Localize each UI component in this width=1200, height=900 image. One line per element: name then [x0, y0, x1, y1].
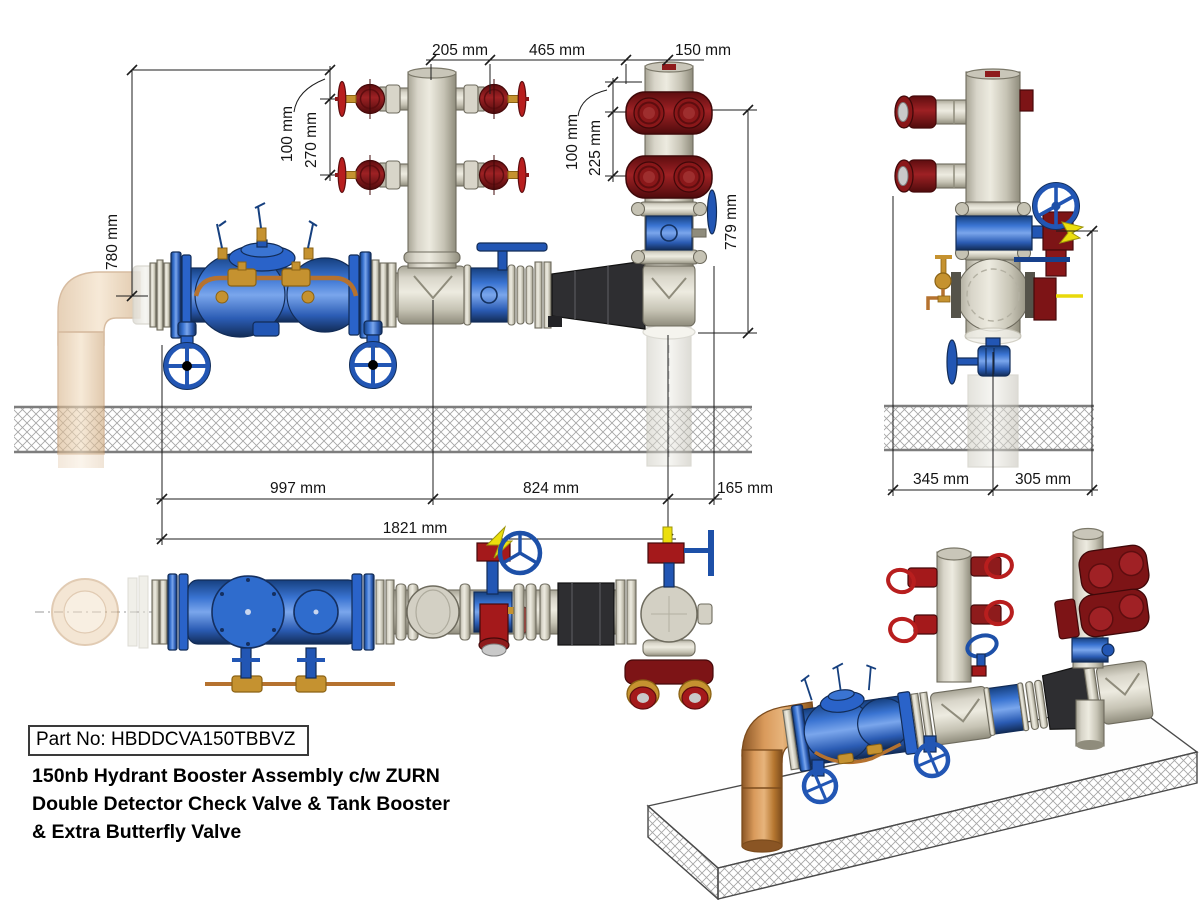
dim-997: 997 mm	[270, 480, 326, 497]
dim-824: 824 mm	[523, 480, 579, 497]
landing-valve-upper-left	[334, 78, 409, 120]
dim-1821: 1821 mm	[383, 520, 448, 537]
double-detector-check-valve	[149, 202, 397, 390]
detector-bypass-piping	[193, 261, 359, 304]
plan-butterfly-with-hydrant-tee	[473, 525, 543, 657]
end-dimensions: 345 mm 305 mm	[887, 196, 1098, 496]
dim-779: 779 mm	[723, 194, 740, 250]
iso-gate-valves	[801, 735, 951, 805]
flexible-connector	[516, 260, 646, 330]
riser-butterfly-valve	[645, 189, 718, 251]
part-number-text: Part No: HBDDCVA150TBBVZ	[36, 729, 296, 750]
flow-arrow-marker	[1058, 221, 1085, 244]
end-gate-valve	[946, 337, 1011, 385]
riser-top-marker	[662, 64, 676, 70]
dim-305: 305 mm	[1015, 471, 1071, 488]
iso-storz-upper	[1078, 544, 1150, 596]
storz-inlet-lower	[625, 155, 713, 199]
dim-165: 165 mm	[717, 480, 773, 497]
plan-couplings-black-connector	[513, 579, 637, 646]
plan-view	[35, 525, 714, 710]
plan-storz-block	[624, 659, 714, 685]
discharge-tee	[642, 263, 696, 327]
landing-valve-lower-right	[455, 154, 530, 196]
landing-valve-upper-right	[455, 78, 530, 120]
test-cocks	[216, 202, 318, 260]
plan-copper-ghost	[51, 575, 149, 649]
booster-tee	[397, 265, 467, 325]
storz-inlet-upper	[625, 91, 713, 135]
dim-345: 345 mm	[913, 471, 969, 488]
dim-205: 205 mm	[432, 42, 488, 59]
main-butterfly-valve	[463, 242, 548, 326]
iso-concrete-slab	[646, 699, 1199, 900]
iso-copper-elbow	[741, 701, 817, 853]
dim-225: 225 mm	[587, 120, 604, 176]
discharge-riser	[625, 61, 718, 267]
iso-storz-lower	[1078, 588, 1150, 638]
description-line-3: & Extra Butterfly Valve	[32, 821, 242, 843]
dim-780: 780 mm	[104, 214, 121, 270]
plan-ddcv	[151, 573, 395, 693]
part-number-box: Part No: HBDDCVA150TBBVZ	[28, 725, 310, 756]
riser-coupling-upper	[630, 201, 708, 217]
front-extension-lines-under	[320, 81, 757, 334]
plan-discharge-riser	[624, 526, 714, 710]
discharge-riser-ghost	[642, 324, 696, 467]
front-elevation-view: 205 mm 465 mm 150 mm 780 mm 100 mm 270 m…	[14, 42, 773, 545]
assembly-description: 150nb Hydrant Booster Assembly c/w ZURN …	[32, 762, 450, 846]
isometric-view	[646, 527, 1199, 900]
description-line-1: 150nb Hydrant Booster Assembly c/w ZURN	[32, 765, 440, 787]
dim-270: 270 mm	[303, 112, 320, 168]
riser-coupling-lower	[630, 249, 708, 265]
landing-valve-lower-left	[334, 154, 409, 196]
plan-flow-arrow	[485, 525, 514, 559]
description-line-2: Double Detector Check Valve & Tank Boost…	[32, 793, 450, 815]
end-storz-outlet-lower	[894, 159, 967, 193]
plan-storz-cap-left	[626, 679, 660, 710]
dim-150: 150 mm	[675, 42, 731, 59]
plan-storz-cap-right	[678, 679, 712, 710]
plan-butterfly-handle	[708, 530, 714, 576]
end-detector-check-body	[926, 255, 1083, 345]
iso-butterfly-handwheel	[965, 633, 999, 677]
dim-100-right: 100 mm	[564, 114, 581, 170]
booster-standpipe	[334, 67, 530, 269]
dim-465: 465 mm	[529, 42, 585, 59]
front-dimensions: 205 mm 465 mm 150 mm 780 mm 100 mm 270 m…	[104, 42, 773, 545]
plan-booster-standpipe	[395, 583, 471, 641]
iso-landing-valves	[886, 552, 1014, 644]
end-elevation-view: 345 mm 305 mm	[884, 68, 1098, 496]
dim-100-left: 100 mm	[279, 106, 296, 162]
petcock-brass	[926, 255, 952, 310]
plan-bypass-piping	[205, 647, 395, 693]
iso-discharge-riser	[1054, 527, 1150, 750]
end-storz-outlet-upper	[894, 95, 967, 129]
iso-booster-standpipe	[886, 547, 1014, 683]
front-ground-hatch	[14, 405, 752, 454]
end-butterfly-valve	[955, 182, 1085, 277]
